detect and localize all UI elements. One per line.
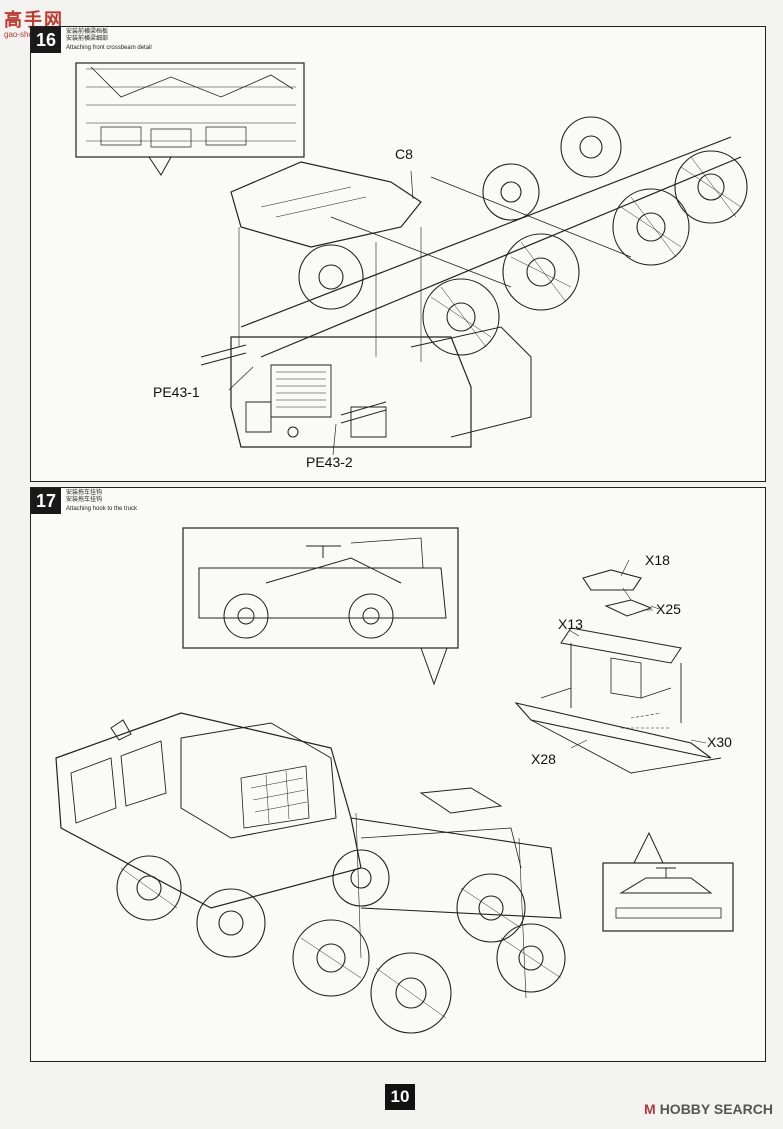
part-label-x13: X13 (558, 616, 583, 632)
step-16-illustration (75, 62, 748, 456)
page-number: 10 (385, 1084, 415, 1110)
step-17-illustration (55, 527, 734, 1034)
step-17-description-cn: 安装拖车挂钩 安装拖车挂钩 (66, 490, 103, 503)
part-label-x25: X25 (656, 601, 681, 617)
step-16-description-en: Attaching front crossbeam detail (66, 45, 152, 51)
truck-wheels (116, 849, 566, 1034)
wheels (298, 116, 748, 356)
part-label-x18: X18 (645, 552, 670, 568)
site-logo: 高手网 gao-shou.com (4, 6, 64, 39)
step-17-panel: 17 安装拖车挂钩 安装拖车挂钩 Attaching hook to the t… (30, 487, 766, 1062)
truck-main-view (55, 712, 562, 999)
step-17-description-en: Attaching hook to the truck (66, 506, 138, 512)
step-16-panel: 16 安装前横梁档板 安装前横梁细部 Attaching front cross… (30, 26, 766, 482)
watermark: M HOBBY SEARCH (644, 1101, 773, 1117)
part-label-pe43-1: PE43-1 (153, 384, 200, 400)
hook-exploded-view (514, 569, 722, 774)
part-label-x30: X30 (707, 734, 732, 750)
crossbeam-detail-inset (75, 62, 305, 176)
watermark-text: HOBBY SEARCH (659, 1101, 773, 1117)
part-label-c8: C8 (395, 146, 413, 162)
step-17-number: 17 (31, 488, 61, 514)
hook-detail-inset (602, 831, 734, 932)
part-label-x28: X28 (531, 751, 556, 767)
step-16-number: 16 (31, 27, 61, 53)
part-label-pe43-2: PE43-2 (306, 454, 353, 470)
step-16-description-cn: 安装前横梁档板 安装前横梁细部 (66, 29, 109, 42)
site-logo-name: 高手网 (4, 10, 64, 30)
watermark-mark: M (644, 1101, 656, 1117)
side-view-inset (182, 527, 459, 686)
site-logo-url: gao-shou.com (4, 30, 64, 39)
